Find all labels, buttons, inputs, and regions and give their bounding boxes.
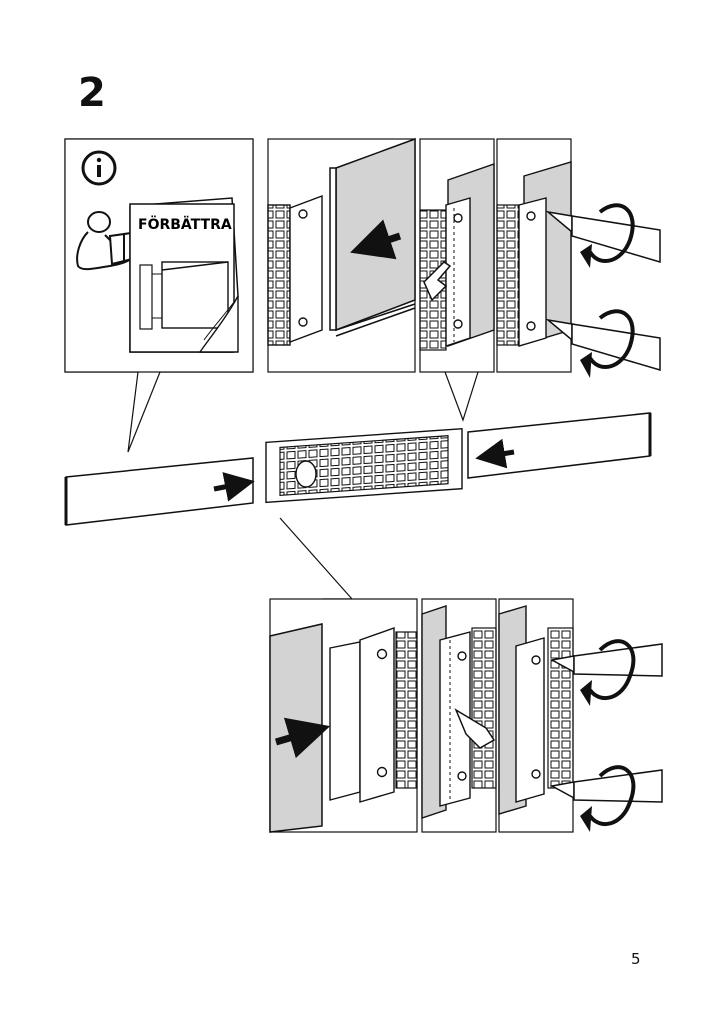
hand-icon	[454, 708, 496, 749]
info-panel: FÖRBÄTTRA	[64, 138, 254, 453]
arrow-right-icon	[213, 472, 255, 502]
detail-panel-slide-panel-right	[269, 598, 418, 833]
step-number: 2	[78, 70, 106, 116]
plinth-assembly-overview	[64, 412, 652, 526]
detail-panel-press-clip	[419, 138, 495, 373]
arrow-left-icon	[475, 438, 515, 469]
info-icon	[81, 150, 117, 186]
arrow-right-icon	[275, 717, 331, 759]
page-number: 5	[631, 950, 641, 968]
booklet: FÖRBÄTTRA	[129, 197, 239, 353]
screwdriver-icon	[545, 203, 661, 268]
detail-panel-screw	[496, 138, 572, 373]
hand-icon	[423, 261, 452, 302]
detail-panel-press-clip-right	[421, 598, 497, 833]
screwdriver-icon	[549, 639, 663, 706]
screwdriver-icon	[549, 765, 663, 832]
detail-panel-slide-panel	[267, 137, 416, 373]
detail-panel-screw-right	[498, 598, 574, 833]
arrow-left-icon	[350, 219, 402, 260]
booklet-title: FÖRBÄTTRA	[138, 215, 232, 233]
screwdriver-icon	[545, 309, 661, 378]
